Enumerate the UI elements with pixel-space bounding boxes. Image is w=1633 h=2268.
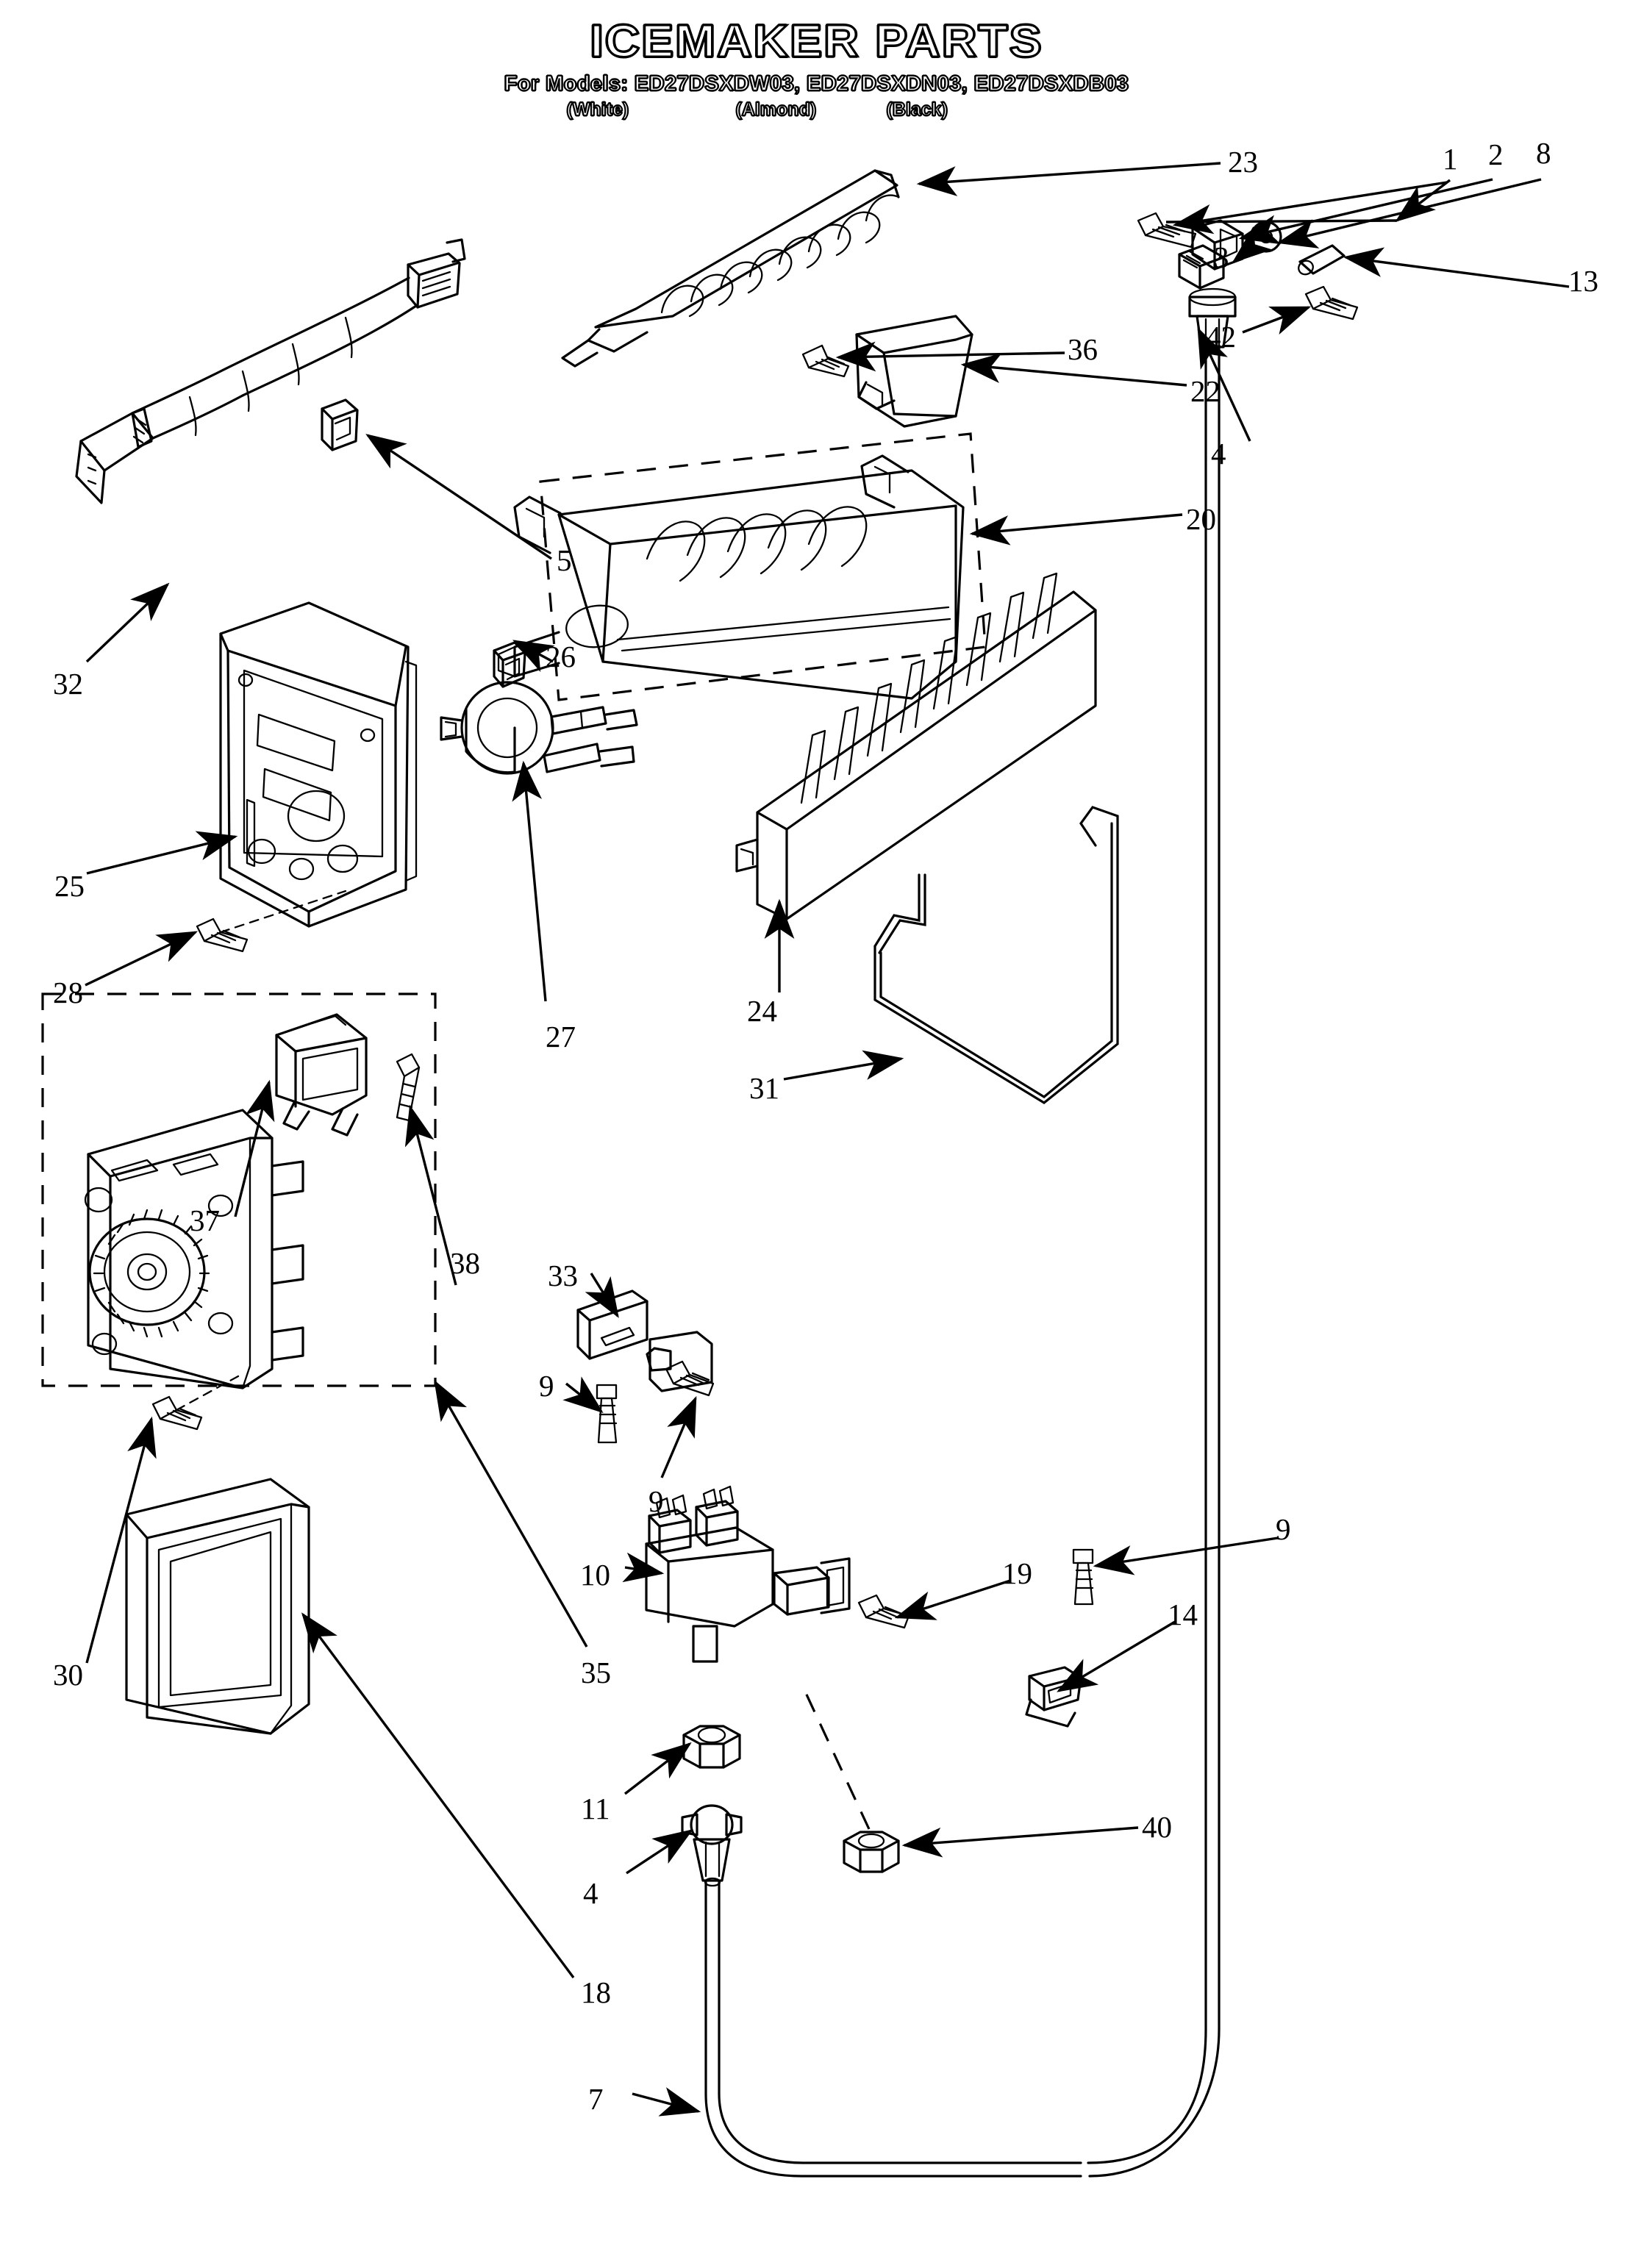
part-30-screw xyxy=(151,1375,240,1431)
color-label-almond: (Almond) xyxy=(735,99,818,121)
part-27-motor xyxy=(440,681,638,775)
callout-36: 36 xyxy=(1068,332,1098,366)
lower-left-dashed-boundary xyxy=(41,992,437,1387)
callout-38: 38 xyxy=(450,1246,480,1280)
callout-8: 8 xyxy=(1536,136,1551,170)
part-18-insulation-pad xyxy=(125,1478,310,1735)
callout-22: 22 xyxy=(1190,374,1221,408)
callout-37: 37 xyxy=(190,1203,220,1237)
callout-9-a: 9 xyxy=(539,1369,554,1403)
callout-31: 31 xyxy=(749,1071,779,1105)
callout-32: 32 xyxy=(53,667,83,701)
part-31-shutoff-arm xyxy=(873,806,1119,1104)
callout-28: 28 xyxy=(53,976,83,1009)
part-28-screw xyxy=(196,890,347,953)
part-4-tube-fitting-bottom xyxy=(681,1804,1082,2178)
callout-18: 18 xyxy=(581,1975,611,2009)
part-37-motor xyxy=(275,1013,368,1137)
callout-19: 19 xyxy=(1002,1556,1032,1590)
part-19-screw xyxy=(857,1594,910,1629)
callout-3: 3 xyxy=(1214,240,1229,274)
callout-11: 11 xyxy=(581,1792,610,1825)
diagram-header: ICEMAKER PARTS For Models: ED27DSXDW03, … xyxy=(0,0,1633,126)
part-25-icemaker-housing xyxy=(219,601,418,928)
callout-7: 7 xyxy=(588,2082,604,2116)
part-40-nut xyxy=(843,1831,900,1873)
part-10-water-valve xyxy=(645,1331,851,1663)
callout-24: 24 xyxy=(747,994,777,1028)
callout-5: 5 xyxy=(557,543,572,577)
color-labels: (White) (Almond) (Black) xyxy=(0,99,1633,126)
callout-1: 1 xyxy=(1443,142,1458,176)
callout-30: 30 xyxy=(53,1658,83,1692)
part-32-wire-harness xyxy=(75,238,466,504)
callout-4-bottom: 4 xyxy=(583,1876,598,1910)
callout-35: 35 xyxy=(581,1656,611,1689)
callout-25: 25 xyxy=(54,869,85,903)
part-35-mounting-plate xyxy=(84,1109,304,1389)
part-14-clamp xyxy=(1025,1666,1082,1728)
part-22-ice-chute xyxy=(855,315,973,428)
water-supply-line xyxy=(1087,344,1221,2178)
callout-14: 14 xyxy=(1168,1598,1198,1631)
callout-4-top: 4 xyxy=(1211,437,1226,471)
callout-20: 20 xyxy=(1186,502,1216,536)
callout-9-c: 9 xyxy=(1276,1512,1291,1546)
leader-lines xyxy=(85,162,1570,2117)
callout-2: 2 xyxy=(1488,137,1504,171)
part-33-bracket xyxy=(576,1289,648,1360)
callout-27: 27 xyxy=(546,1020,576,1053)
top-right-fitting-cluster xyxy=(1137,212,1359,348)
callout-9-b: 9 xyxy=(648,1484,664,1518)
part-38-screw xyxy=(396,1053,421,1122)
callout-40: 40 xyxy=(1142,1810,1172,1844)
part-24-ice-stripper xyxy=(735,572,1097,920)
callout-13: 13 xyxy=(1568,264,1598,298)
mold-dashed-boundary xyxy=(539,432,987,701)
callout-42: 42 xyxy=(1206,320,1236,354)
part-36-screw xyxy=(801,344,850,378)
model-list: For Models: ED27DSXDW03, ED27DSXDN03, ED… xyxy=(504,71,1129,96)
callout-10: 10 xyxy=(580,1558,610,1592)
callout-33: 33 xyxy=(548,1259,578,1292)
part-11-nut xyxy=(682,1725,741,1769)
page-title: ICEMAKER PARTS xyxy=(589,16,1043,67)
color-label-white: (White) xyxy=(566,99,630,121)
callout-23: 23 xyxy=(1228,145,1258,179)
part-26-clip xyxy=(493,641,526,688)
callout-26: 26 xyxy=(546,640,576,673)
color-label-black: (Black) xyxy=(885,99,948,121)
part-23-auger xyxy=(561,169,900,368)
